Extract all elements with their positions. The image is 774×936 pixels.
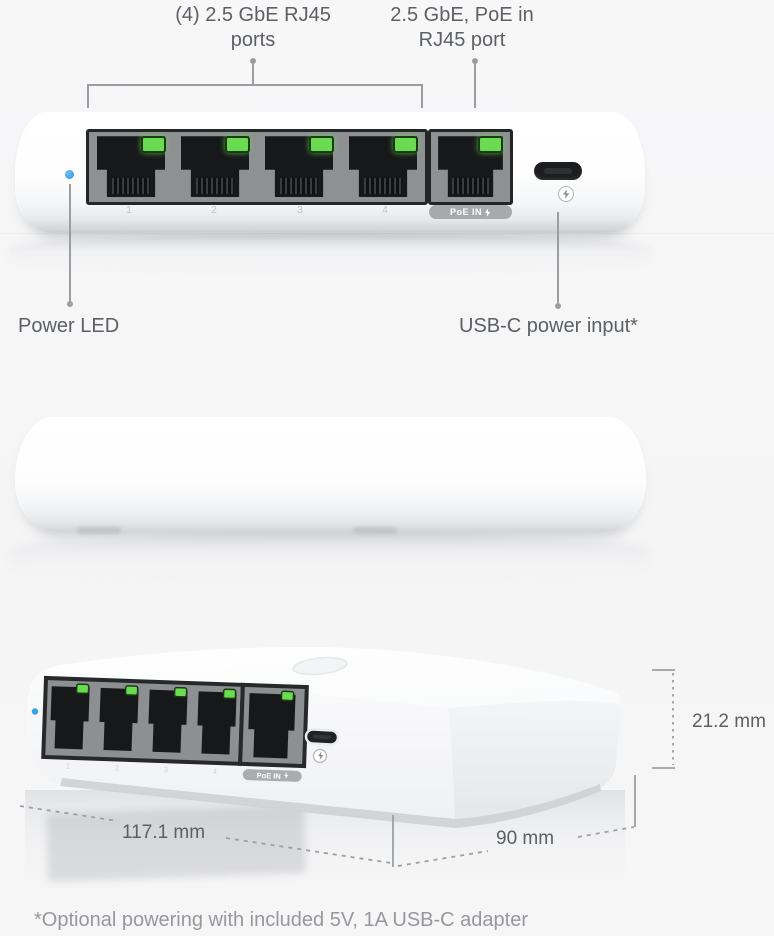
rj45-port-2 <box>173 132 257 202</box>
callout-rj45-ports-line2: ports <box>230 29 276 51</box>
footnote: *Optional powering with included 5V, 1A … <box>34 909 529 931</box>
rj45-cavity <box>264 136 334 198</box>
port-number-3: 3 <box>297 205 303 216</box>
callout-poe-port-line2: RJ45 port <box>418 29 506 51</box>
poe-in-port <box>428 129 513 205</box>
poe-in-badge: PoE IN <box>429 205 512 219</box>
switch-3d-view: 1 2 3 4 PoE IN <box>25 647 625 895</box>
usb-c-port <box>534 162 582 180</box>
lightning-icon-3d <box>312 748 328 764</box>
bolt-icon <box>284 771 289 779</box>
bolt-icon <box>485 207 491 217</box>
rj45-port-poe <box>431 132 510 202</box>
poe-in-badge-3d <box>242 769 302 782</box>
link-led-icon <box>141 136 166 153</box>
switch-side-view <box>15 417 646 534</box>
rj45-port-bank-3d: 1 2 3 4 PoE IN <box>41 675 309 782</box>
rj45-port-3 <box>257 132 341 202</box>
rubber-foot <box>353 527 397 534</box>
dimension-length: 117.1 mm <box>122 822 206 843</box>
svg-text:4: 4 <box>212 767 217 776</box>
rj45-cavity <box>438 136 503 198</box>
poe-in-badge-label: PoE IN <box>449 207 482 217</box>
port-number-1: 1 <box>126 205 132 216</box>
port-number-4: 4 <box>382 205 388 216</box>
callout-poe-port-line1: 2.5 GbE, PoE in <box>390 4 534 26</box>
device-front-shadow <box>8 233 652 277</box>
poe-in-badge-3d-label: PoE IN <box>256 771 280 781</box>
ubiquiti-logo-emboss <box>292 656 348 676</box>
link-led-icon <box>225 136 250 153</box>
port-numbers-3d: 1 2 3 4 <box>66 762 218 776</box>
port-number-2: 2 <box>211 205 217 216</box>
power-led-indicator-3d <box>31 708 39 715</box>
rj45-port-4 <box>341 132 425 202</box>
dimension-height: 21.2 mm <box>692 711 766 732</box>
device-side-shadow <box>10 533 650 585</box>
power-led-indicator <box>65 170 74 179</box>
rubber-foot <box>77 527 121 534</box>
usb-c-port-3d <box>304 728 340 746</box>
svg-text:1: 1 <box>66 762 71 771</box>
switch-front-view: 1 2 3 4 PoE IN <box>15 112 645 233</box>
lightning-icon <box>558 186 574 202</box>
svg-text:2: 2 <box>115 763 120 772</box>
bolt-glyph <box>562 189 569 199</box>
callout-poe-port: 2.5 GbE, PoE in RJ45 port <box>342 3 582 53</box>
link-led-icons-3d <box>75 683 295 702</box>
ports-bracket-line <box>87 84 423 108</box>
rj45-cavities <box>50 686 296 759</box>
callout-rj45-ports-line1: (4) 2.5 GbE RJ45 <box>175 4 331 26</box>
svg-text:3: 3 <box>163 765 168 774</box>
label-power-led: Power LED <box>18 315 120 337</box>
link-led-icon <box>309 136 334 153</box>
rj45-port-bank <box>86 129 428 205</box>
label-usb-c-power-input: USB-C power input* <box>459 315 638 337</box>
dimension-depth: 90 mm <box>496 828 555 849</box>
link-led-icon <box>393 136 418 153</box>
link-led-icon <box>478 136 503 153</box>
callout-rj45-ports: (4) 2.5 GbE RJ45 ports <box>133 3 373 53</box>
rj45-port-1 <box>89 132 173 202</box>
